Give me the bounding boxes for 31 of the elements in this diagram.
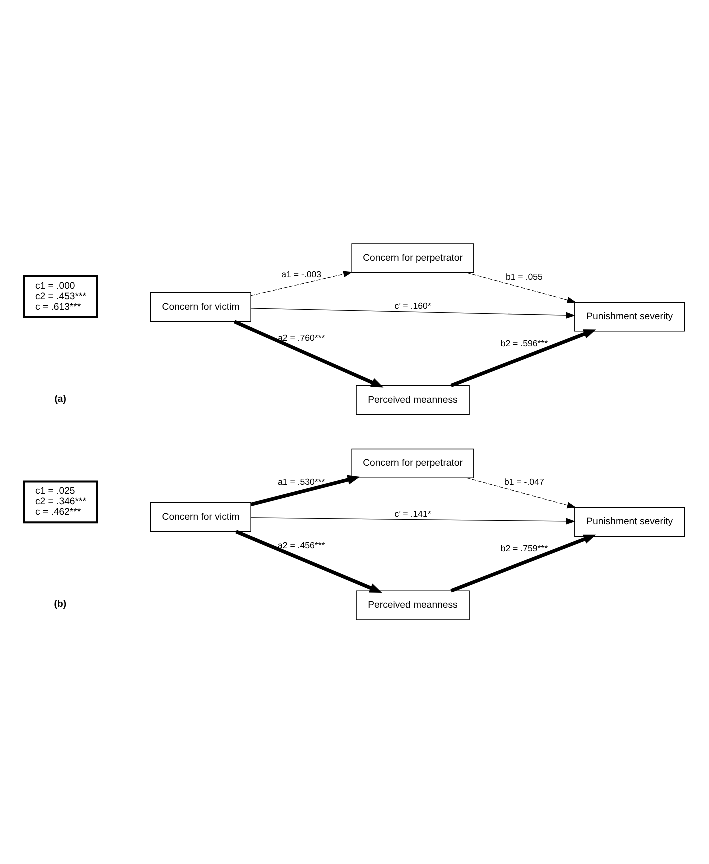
edge-label: a1 = -.003	[282, 270, 322, 280]
edge-label: b1 = -.047	[504, 477, 544, 488]
node-box: Perceived meanness	[356, 590, 470, 620]
arrow	[250, 271, 353, 296]
arrow	[450, 534, 596, 593]
arrow	[250, 475, 360, 507]
edge-label: a1 = .530***	[278, 477, 326, 488]
arrow	[466, 272, 577, 304]
arrow	[250, 308, 576, 319]
arrow	[450, 330, 596, 388]
edge-label: c’ = .141*	[394, 509, 432, 520]
label: (a)	[54, 394, 66, 406]
node-box: Punishment severity	[574, 302, 686, 332]
node-box: c1 = .025 c2 = .346*** c = .462***	[23, 480, 98, 524]
node-box: Concern for perpetrator	[352, 244, 474, 274]
arrow	[234, 320, 384, 388]
node-box: Punishment severity	[574, 507, 686, 537]
node-box: Concern for victim	[150, 292, 252, 322]
edge-label: b2 = .596***	[500, 338, 548, 348]
label: (b)	[54, 599, 67, 610]
arrow	[236, 530, 382, 593]
edge-label: b1 = .055	[506, 272, 543, 282]
edge-label: b2 = .759***	[500, 544, 548, 554]
arrow	[466, 478, 577, 509]
arrow	[250, 518, 576, 525]
edge-label: c’ = .160*	[394, 300, 432, 311]
edge-label: a2 = .456***	[278, 540, 326, 550]
node-box: c1 = .000 c2 = .453*** c = .613***	[23, 276, 98, 318]
node-box: Concern for perpetrator	[352, 448, 474, 478]
node-box: Concern for victim	[150, 502, 252, 532]
node-box: Perceived meanness	[356, 386, 470, 416]
